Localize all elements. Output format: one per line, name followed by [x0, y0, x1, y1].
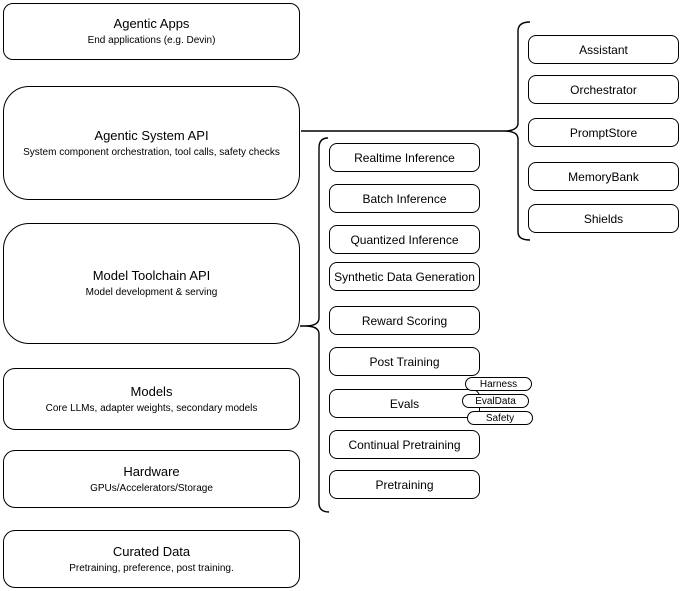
layer-box-curated-data: Curated Data Pretraining, preference, po… [3, 530, 300, 588]
layer-subtitle: GPUs/Accelerators/Storage [90, 482, 213, 494]
layer-box-agentic-system-api: Agentic System API System component orch… [3, 86, 300, 200]
service-node-quantized-inference: Quantized Inference [329, 225, 480, 254]
eval-badge-safety: Safety [467, 411, 533, 425]
layer-box-agentic-apps: Agentic Apps End applications (e.g. Devi… [3, 3, 300, 60]
layer-title: Agentic Apps [113, 16, 190, 31]
layer-subtitle: End applications (e.g. Devin) [87, 35, 216, 46]
eval-badge-evaldata: EvalData [462, 394, 529, 408]
service-node-reward-scoring: Reward Scoring [329, 306, 480, 335]
layer-title: Hardware [123, 463, 180, 479]
service-node-continual-pretraining: Continual Pretraining [329, 430, 480, 459]
service-node-realtime-inference: Realtime Inference [329, 143, 480, 172]
component-node-assistant: Assistant [528, 35, 679, 64]
component-node-shields: Shields [528, 204, 679, 233]
layer-title: Curated Data [112, 543, 191, 559]
layer-title: Models [130, 383, 173, 399]
eval-badge-harness: Harness [465, 377, 532, 391]
layer-subtitle: System component orchestration, tool cal… [23, 146, 280, 158]
component-node-orchestrator: Orchestrator [528, 75, 679, 104]
layer-title: Agentic System API [94, 127, 209, 143]
layer-title: Model Toolchain API [92, 268, 211, 283]
service-node-post-training: Post Training [329, 347, 480, 376]
component-node-memorybank: MemoryBank [528, 162, 679, 191]
toolchain-brace [304, 137, 330, 513]
layer-subtitle: Pretraining, preference, post training. [69, 562, 234, 574]
layer-box-hardware: Hardware GPUs/Accelerators/Storage [3, 450, 300, 508]
layer-box-model-toolchain-api: Model Toolchain API Model development & … [3, 223, 300, 344]
service-node-batch-inference: Batch Inference [329, 184, 480, 213]
layer-box-models: Models Core LLMs, adapter weights, secon… [3, 368, 300, 430]
layer-subtitle: Core LLMs, adapter weights, secondary mo… [45, 402, 258, 414]
service-node-pretraining: Pretraining [329, 470, 480, 499]
service-node-synthetic-data-generation: Synthetic Data Generation [329, 262, 480, 291]
system-brace [503, 21, 531, 241]
layer-subtitle: Model development & serving [85, 287, 218, 298]
service-node-evals: Evals [329, 389, 480, 418]
component-node-promptstore: PromptStore [528, 118, 679, 147]
